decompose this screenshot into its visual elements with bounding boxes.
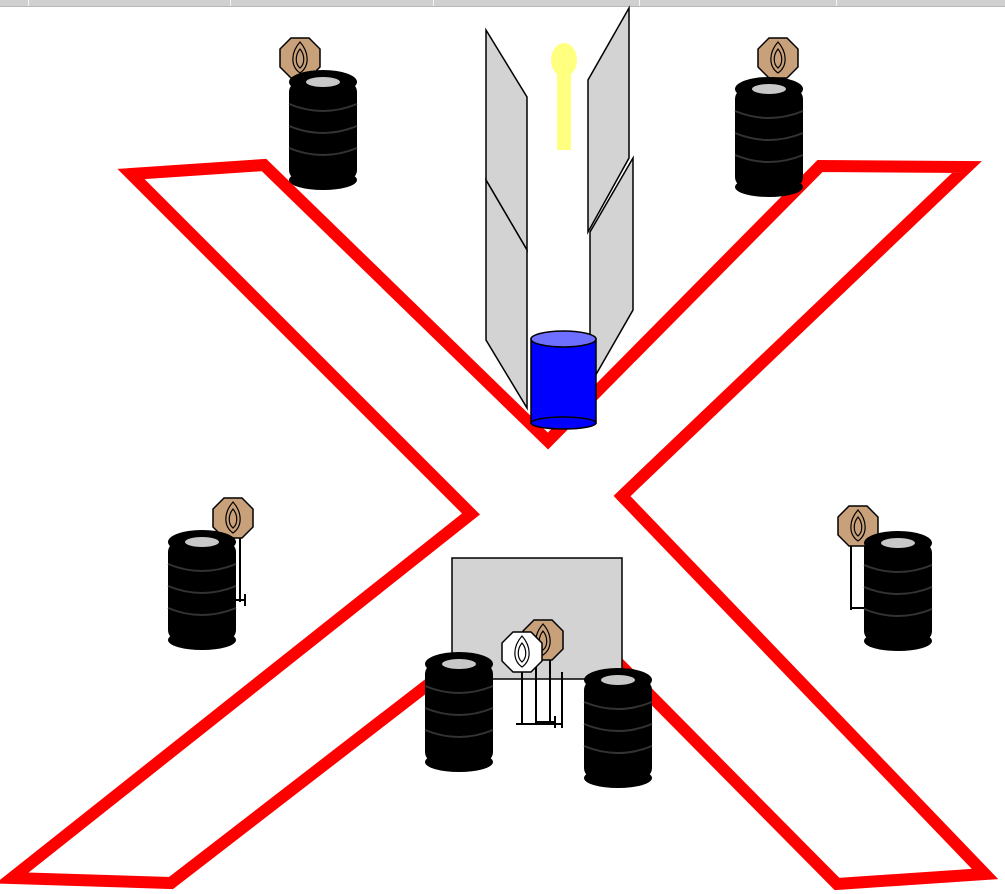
header-bar [0,0,1005,7]
tire-stack [863,530,933,652]
yellow-light [551,43,577,150]
red-x-boundary [0,158,999,891]
tire-stack [288,69,358,191]
blue-barrel [530,330,597,430]
tire-stack [583,667,653,789]
tire-stack [734,76,804,198]
white-target [501,631,563,728]
tire-stack [424,651,494,773]
tire-stack [167,529,237,651]
vertical-wall-panels [485,5,634,411]
